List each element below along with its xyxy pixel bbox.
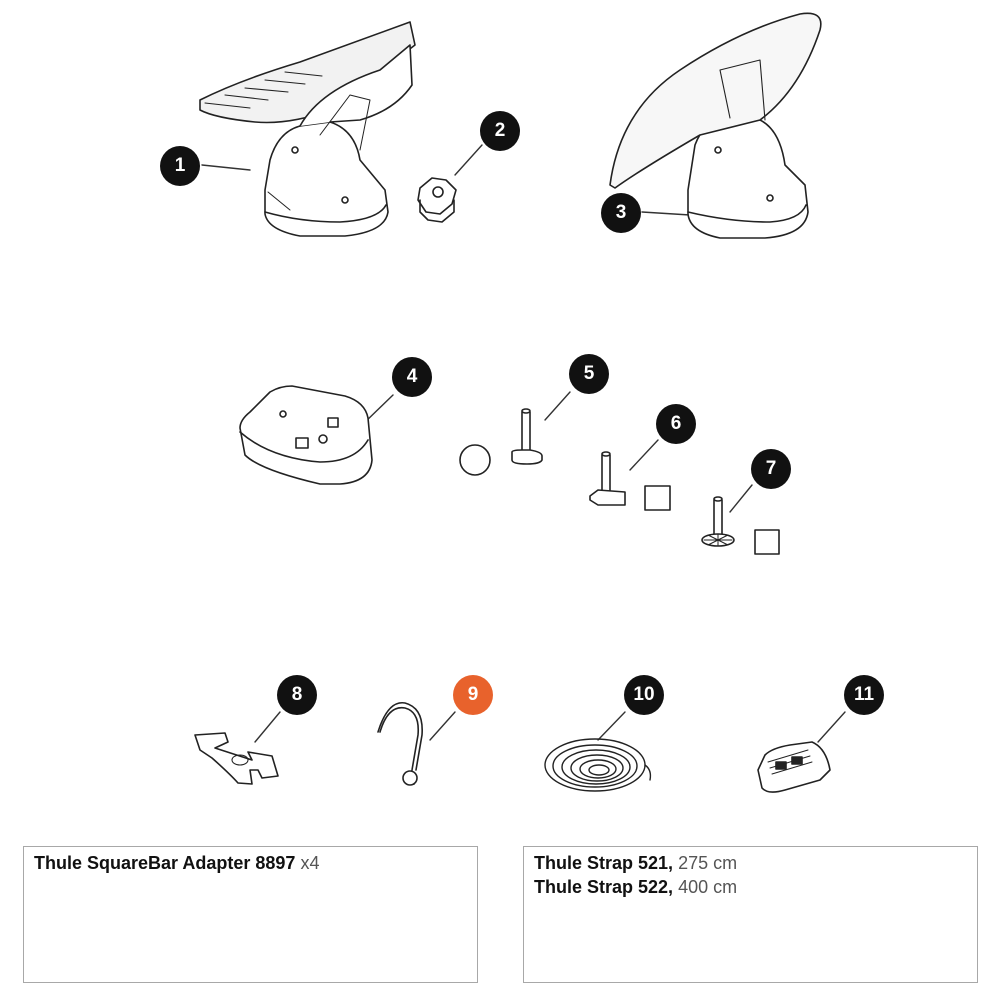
t-bolt-with-washer-icon (459, 408, 543, 476)
squarebar-adapter-panel: Thule SquareBar Adapter 8897 x4 (23, 846, 478, 983)
strap-522-length: 400 cm (678, 877, 738, 897)
part-number-badge: 11 (844, 675, 884, 715)
part-number-badge: 4 (392, 357, 432, 397)
part-number-badge: 8 (277, 675, 317, 715)
square-head-bolt-icon (589, 451, 671, 511)
serrated-bolt-icon (701, 496, 780, 555)
fork-tool-icon (194, 732, 279, 785)
coiled-strap-icon (544, 738, 652, 792)
rear-support-pad-icon (609, 12, 822, 239)
adapter-name: Thule SquareBar Adapter 8897 (34, 853, 296, 873)
strap-panel: Thule Strap 521, 275 cm Thule Strap 522,… (523, 846, 978, 983)
part-number-badge: 10 (624, 675, 664, 715)
part-number-badge: 7 (751, 449, 791, 489)
strap-522-name: Thule Strap 522, (534, 877, 674, 897)
strap-buckle-icon (757, 741, 831, 793)
strap-521-line: Thule Strap 521, 275 cm (534, 851, 737, 875)
part-number-badge-highlighted: 9 (453, 675, 493, 715)
kayak-saddle-cradle-icon (199, 21, 416, 237)
part-number-badge: 5 (569, 354, 609, 394)
star-knob-icon (417, 177, 457, 223)
adapter-title: Thule SquareBar Adapter 8897 x4 (34, 851, 319, 875)
adapter-quantity: x4 (300, 853, 320, 873)
part-number-badge: 6 (656, 404, 696, 444)
strap-521-length: 275 cm (678, 853, 738, 873)
part-number-badge: 1 (160, 146, 200, 186)
part-number-badge: 3 (601, 193, 641, 233)
strap-522-line: Thule Strap 522, 400 cm (534, 875, 737, 899)
part-number-badge: 2 (480, 111, 520, 151)
strap-521-name: Thule Strap 521, (534, 853, 674, 873)
leader-lines (201, 144, 846, 743)
mounting-base-block-icon (239, 385, 373, 485)
hook-icon (377, 701, 423, 786)
